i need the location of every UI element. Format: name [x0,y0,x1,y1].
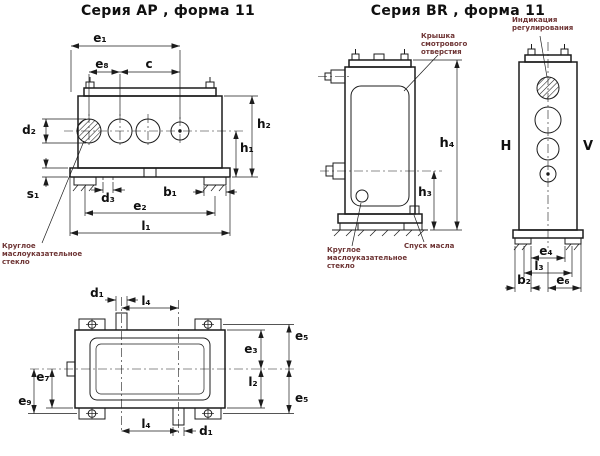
br-end-dimension-lines [505,35,582,292]
dim-label-l4-top: l₄ [141,294,150,308]
dim-label-d1-top: d₁ [90,286,104,300]
br-end-view: H V e₄ l₃ b₂ e₆ [501,35,593,292]
dim-label-l2: l₂ [248,375,257,389]
dim-label-e8: e₈ [95,57,108,71]
top-view-housing [30,297,296,436]
top-shaft-stub [115,312,128,331]
label-adjustment-indicator: Индикация регулирования [512,16,574,32]
adjustment-indicator-leader-line [539,35,548,78]
ap-dimension-lines [41,43,258,244]
dim-label-e5-top: e₅ [295,329,308,343]
dim-label-l3: l₃ [534,259,543,273]
dim-label-b1: b₁ [163,185,177,199]
dim-label-e6: e₆ [556,273,569,287]
br-oil-glass-circle [355,189,369,203]
top-view: d₁ l₄ e₅ e₃ l₂ e₅ e₇ e₉ l₄ d₁ [18,286,308,438]
title-series-ap: Серия АР , форма 11 [80,3,256,19]
label-ap-oil-glass: Круглое маслоуказательное стекло [2,242,83,266]
breather-cap [373,53,385,61]
dim-label-V: V [583,139,593,154]
dim-label-d3: d₃ [101,191,115,205]
ap-front-view: e₁ e₈ c d₂ h₂ h₁ s₁ d₃ b₁ e₂ l₁ [22,31,271,244]
dim-label-e5-bottom: e₅ [295,391,308,405]
dim-label-d2: d₂ [22,123,36,137]
dim-label-l4-bottom: l₄ [141,417,150,431]
label-oil-drain: Спуск масла [404,242,455,250]
oil-drain-plug [409,205,420,215]
oil-glass-leader-line [41,140,85,244]
dim-label-e2: e₂ [133,199,146,213]
dim-label-s1: s₁ [27,187,39,201]
dim-label-h2: h₂ [257,117,271,131]
top-view-dimension-lines [28,296,294,436]
dim-label-l1: l₁ [141,219,150,233]
dim-label-e3: e₃ [244,342,257,356]
ap-lid-bolt-right [205,81,215,89]
dim-label-c: c [145,57,152,71]
ap-lid-bolt-left [85,81,95,89]
dim-label-h4: h₄ [440,136,455,151]
title-series-br: Серия BR , форма 11 [370,3,546,19]
dim-label-h1: h₁ [240,141,254,155]
br-oil-glass-leader-line [351,202,362,247]
br-end-housing [512,42,584,251]
dim-label-e9: e₉ [18,394,31,408]
oil-drain-leader-line [413,214,425,243]
dim-label-e7: e₇ [36,370,49,384]
dim-label-e4: e₄ [539,244,552,258]
br-side-housing [318,49,442,237]
label-br-oil-glass: Круглое маслоуказательное стекло [327,246,408,270]
br-side-dimension-lines [351,54,462,247]
dim-label-e1: e₁ [93,31,106,45]
dim-label-h3: h₃ [418,185,432,199]
dim-label-d1-bottom: d₁ [199,424,213,438]
ap-shaft-bores [64,114,244,148]
dim-label-H: H [501,139,512,154]
inspection-cover-leader-line [403,54,439,92]
dim-label-b2: b₂ [517,273,531,287]
br-side-view: h₄ h₃ [318,49,462,247]
label-inspection-cover: Крышка смотрового отверстия [421,32,468,56]
